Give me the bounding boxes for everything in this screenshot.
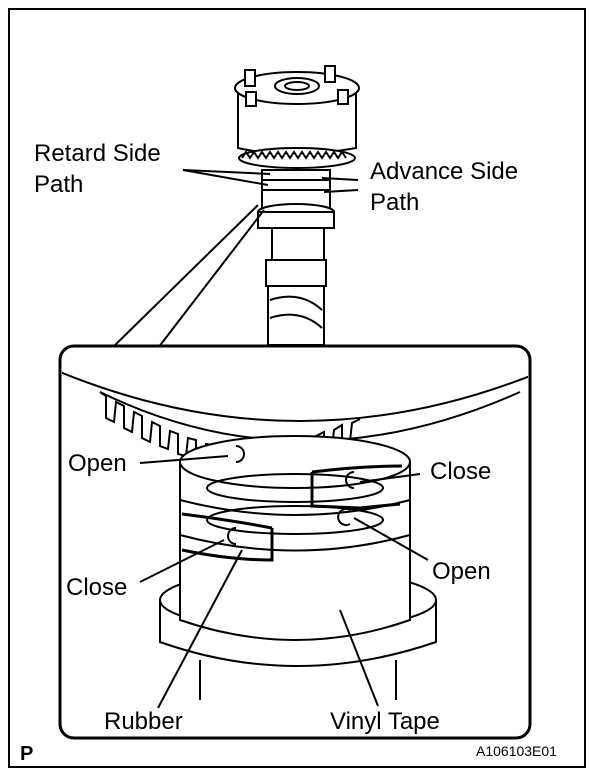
inset-leaders [139,455,429,709]
camshaft-top-flange [234,65,360,155]
oil-holes [227,445,355,545]
label-open-lower: Open [432,558,491,585]
label-retard-side-path: Retard Side Path [34,138,161,200]
label-advance-side-path: Advance Side Path [370,156,518,218]
timing-gear-small [238,147,356,169]
label-vinyl-tape: Vinyl Tape [330,708,440,735]
camshaft-journal [257,169,335,229]
label-advance-path: Path [370,189,420,217]
label-advance-side: Advance Side [370,158,519,185]
upper-leaders [111,169,359,349]
camshaft-shaft [265,227,327,346]
figure-id: A106103E01 [476,743,557,759]
label-retard-side: Retard Side [34,140,161,167]
label-close-upper: Close [430,458,492,485]
label-retard-path: Path [34,171,84,199]
label-open-upper: Open [68,450,127,477]
corner-code: P [20,743,34,765]
label-rubber: Rubber [104,708,183,735]
vinyl-tape-bands [181,464,403,562]
label-close-lower: Close [66,574,128,601]
